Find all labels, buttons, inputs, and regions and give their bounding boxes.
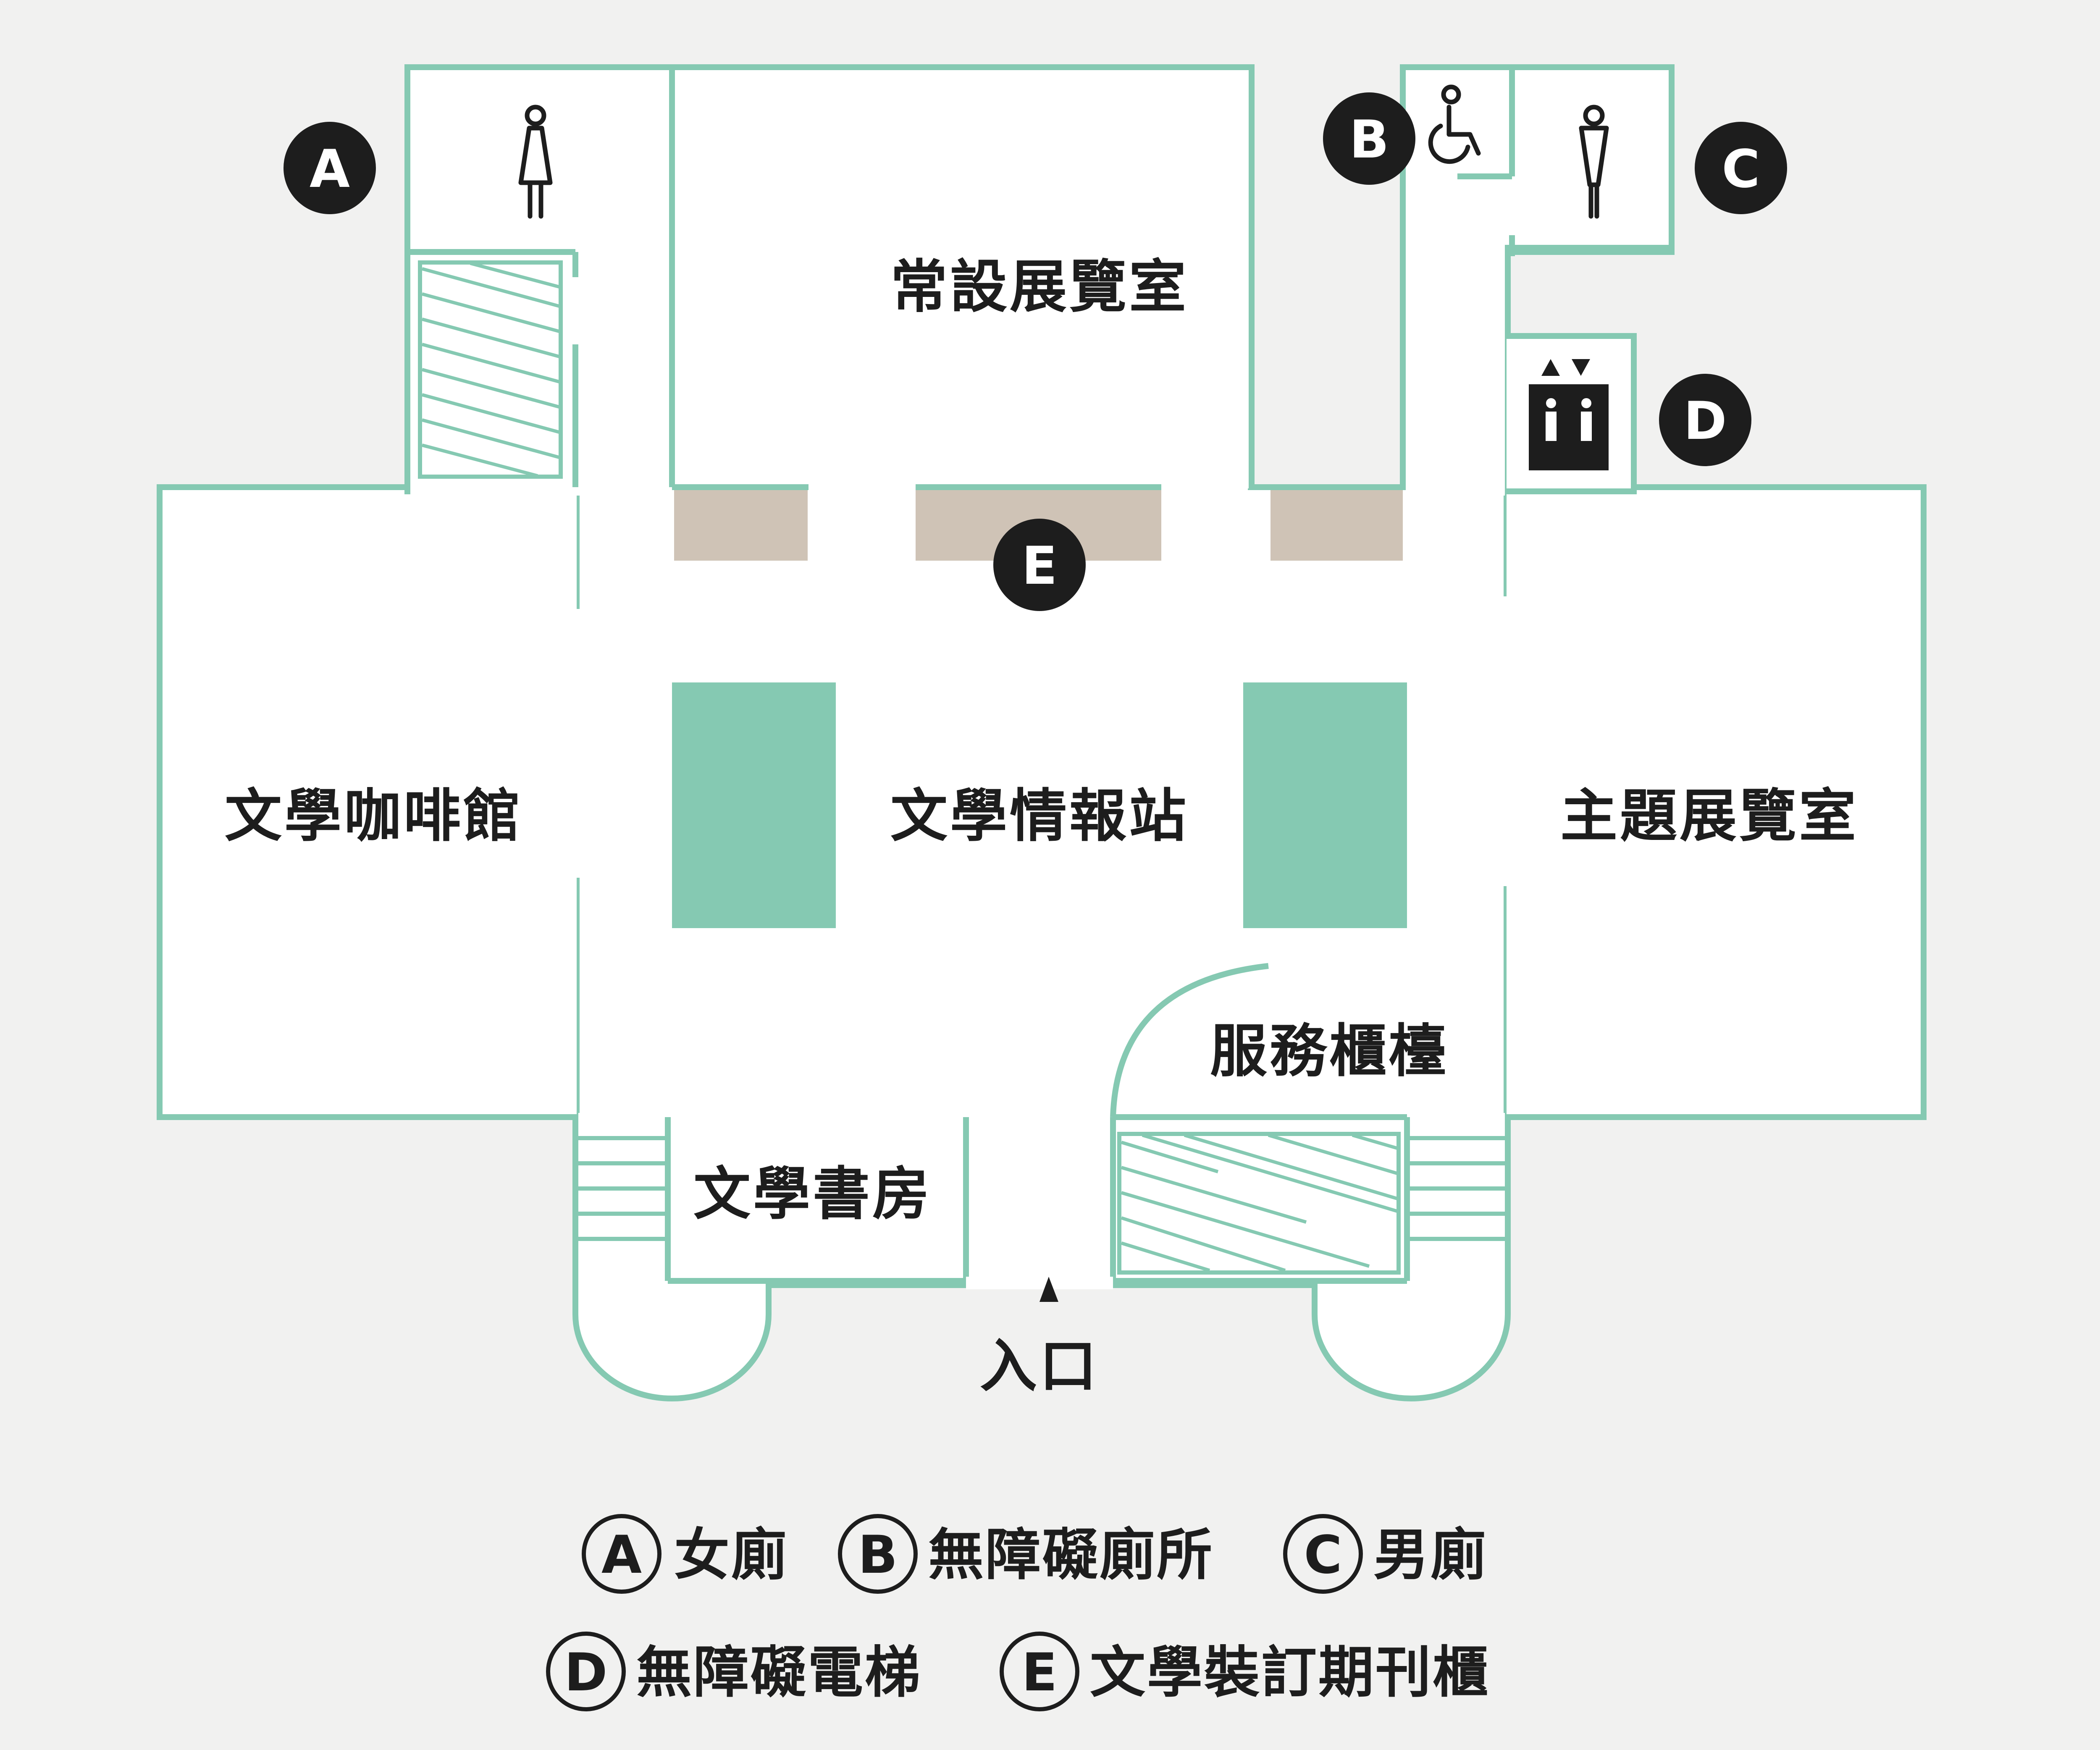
bookstore-label: 文學書房 bbox=[693, 1161, 932, 1228]
svg-text:E: E bbox=[1022, 1642, 1058, 1703]
svg-text:D: D bbox=[564, 1642, 608, 1703]
shelf-right bbox=[1270, 490, 1403, 561]
svg-text:無障礙廁所: 無障礙廁所 bbox=[928, 1523, 1214, 1587]
svg-text:B: B bbox=[858, 1525, 898, 1585]
svg-text:女廁: 女廁 bbox=[674, 1523, 788, 1587]
svg-text:A: A bbox=[601, 1525, 642, 1585]
legend-item-a: A 女廁 bbox=[582, 1514, 788, 1594]
up-triangle-icon bbox=[1040, 1277, 1058, 1302]
entrance-label: 入口 bbox=[980, 1333, 1099, 1400]
marker-b: B bbox=[1323, 92, 1415, 185]
legend: A 女廁 B 無障礙廁所 C 男廁 D 無障礙電梯 E 文學裝訂期刊櫃 bbox=[546, 1514, 1490, 1711]
legend-item-d: D 無障礙電梯 bbox=[546, 1632, 922, 1711]
svg-text:文學裝訂期刊櫃: 文學裝訂期刊櫃 bbox=[1090, 1640, 1490, 1705]
legend-item-b: B 無障礙廁所 bbox=[838, 1514, 1214, 1594]
legend-item-e: E 文學裝訂期刊櫃 bbox=[1000, 1632, 1490, 1711]
pillar-left bbox=[672, 682, 836, 928]
svg-text:A: A bbox=[310, 139, 350, 199]
literature-cafe-label: 文學咖啡館 bbox=[225, 783, 523, 850]
marker-d: D bbox=[1659, 374, 1751, 466]
right-apse bbox=[1312, 1278, 1511, 1401]
literature-info-station-label: 文學情報站 bbox=[890, 783, 1189, 850]
left-apse bbox=[572, 1278, 772, 1401]
svg-text:無障礙電梯: 無障礙電梯 bbox=[636, 1640, 922, 1705]
steps-right bbox=[1407, 1136, 1508, 1241]
theme-exhibition-room bbox=[1501, 484, 1927, 1120]
marker-e: E bbox=[993, 519, 1086, 611]
periodical-shelves bbox=[674, 490, 1403, 561]
elevator-icon bbox=[1529, 359, 1609, 470]
male-icon bbox=[1579, 105, 1609, 219]
female-icon bbox=[518, 105, 553, 219]
hatched-area-lower-right bbox=[1117, 1132, 1401, 1275]
shelf-left bbox=[674, 490, 808, 561]
svg-text:D: D bbox=[1684, 391, 1727, 451]
theme-exhibition-label: 主題展覽室 bbox=[1560, 783, 1858, 850]
service-counter-label: 服務櫃檯 bbox=[1210, 1018, 1449, 1085]
legend-item-c: C 男廁 bbox=[1283, 1514, 1488, 1594]
svg-text:C: C bbox=[1304, 1525, 1342, 1585]
hatched-area-upper-left bbox=[418, 260, 563, 479]
svg-text:C: C bbox=[1722, 139, 1760, 199]
permanent-exhibition-label: 常設展覽室 bbox=[890, 254, 1189, 320]
svg-text:男廁: 男廁 bbox=[1373, 1523, 1488, 1587]
marker-c: C bbox=[1695, 122, 1787, 214]
marker-a: A bbox=[284, 122, 376, 214]
pillar-right bbox=[1243, 682, 1407, 928]
wheelchair-icon bbox=[1428, 84, 1481, 164]
svg-text:B: B bbox=[1349, 110, 1389, 170]
steps-left bbox=[575, 1136, 668, 1241]
svg-text:E: E bbox=[1022, 536, 1058, 596]
